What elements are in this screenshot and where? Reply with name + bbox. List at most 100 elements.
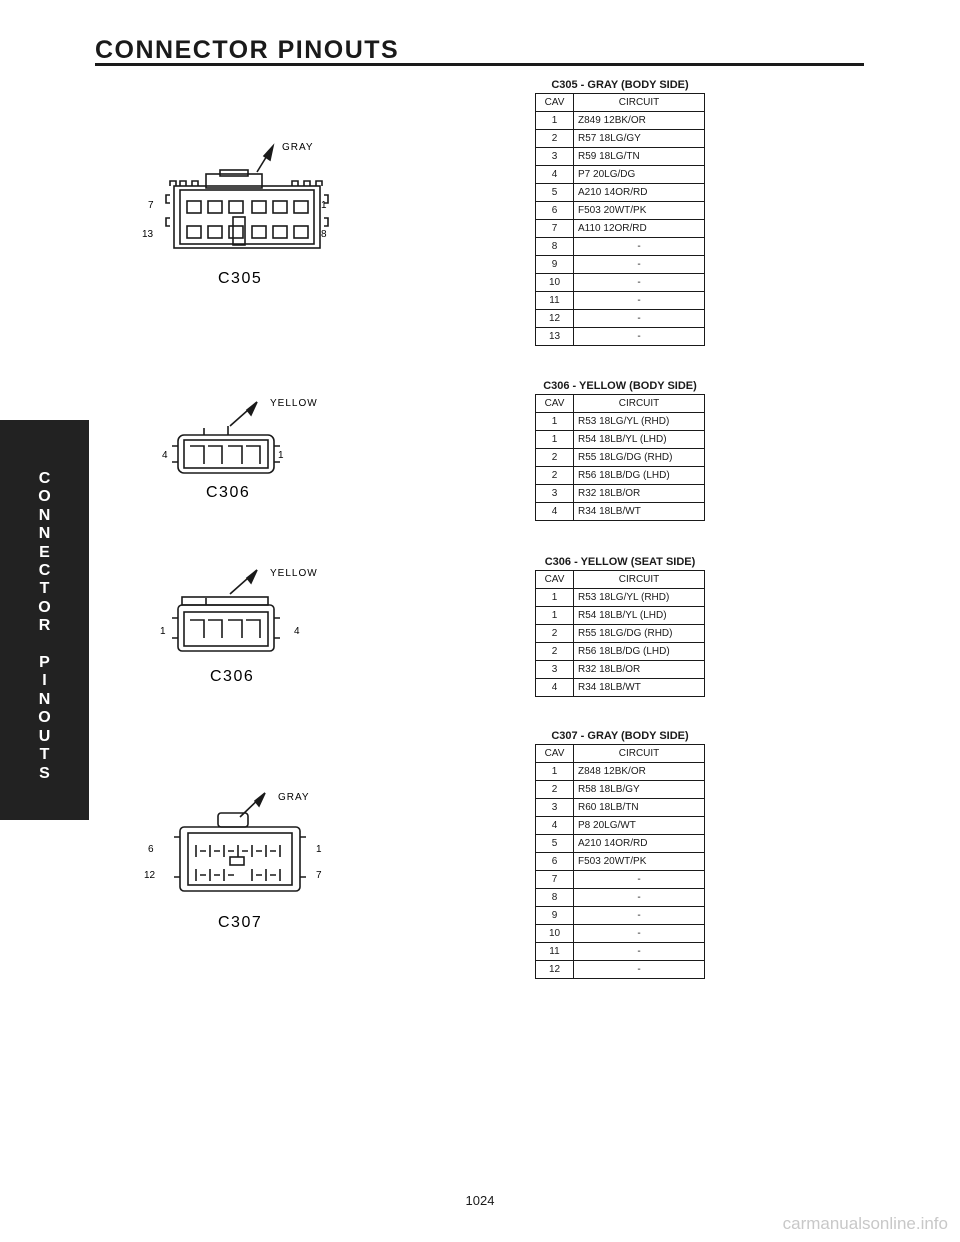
connector-diagram-c307: GRAY 6 1 12 7 C307 xyxy=(144,792,322,931)
circuit-column-header: CIRCUIT xyxy=(573,744,705,763)
connector-name-label: C306 xyxy=(210,668,254,685)
pin-label: 8 xyxy=(321,229,327,240)
cav-cell: 4 xyxy=(535,816,574,835)
cav-column-header: CAV xyxy=(535,394,574,413)
cav-cell: 2 xyxy=(535,624,574,643)
pin-label: 4 xyxy=(294,626,300,637)
table-row: 9- xyxy=(535,255,705,274)
cav-cell: 4 xyxy=(535,678,574,697)
circuit-cell: A110 12OR/RD xyxy=(573,219,705,238)
pin-label: 1 xyxy=(321,200,327,211)
pin-label: 13 xyxy=(142,229,154,240)
page-number: 1024 xyxy=(465,1193,495,1208)
cav-cell: 1 xyxy=(535,111,574,130)
circuit-cell: R57 18LG/GY xyxy=(573,129,705,148)
circuit-cell: R53 18LG/YL (RHD) xyxy=(573,588,705,607)
pin-label: 1 xyxy=(278,450,284,461)
circuit-cell: P8 20LG/WT xyxy=(573,816,705,835)
watermark: carmanualsonline.info xyxy=(782,1214,948,1233)
cav-cell: 2 xyxy=(535,466,574,485)
pinout-table-title: C306 - YELLOW (SEAT SIDE) xyxy=(544,556,696,568)
table-row: 9- xyxy=(535,906,705,925)
circuit-cell: P7 20LG/DG xyxy=(573,165,705,184)
pinout-table-title: C307 - GRAY (BODY SIDE) xyxy=(551,730,689,742)
cav-cell: 3 xyxy=(535,798,574,817)
cav-cell: 6 xyxy=(535,852,574,871)
cav-cell: 9 xyxy=(535,255,574,274)
circuit-cell: - xyxy=(573,273,705,292)
cav-cell: 8 xyxy=(535,888,574,907)
connector-diagram-c305: GRAY 7 1 13 8 C305 xyxy=(142,142,329,287)
circuit-cell: R54 18LB/YL (LHD) xyxy=(573,430,705,449)
circuit-cell: Z848 12BK/OR xyxy=(573,762,705,781)
cav-column-header: CAV xyxy=(535,570,574,589)
cav-cell: 1 xyxy=(535,430,574,449)
cav-cell: 7 xyxy=(535,870,574,889)
table-row: 12- xyxy=(535,960,705,979)
circuit-cell: R59 18LG/TN xyxy=(573,147,705,166)
cav-cell: 2 xyxy=(535,448,574,467)
circuit-column-header: CIRCUIT xyxy=(573,93,705,112)
circuit-cell: - xyxy=(573,888,705,907)
circuit-cell: - xyxy=(573,255,705,274)
circuit-cell: R53 18LG/YL (RHD) xyxy=(573,412,705,431)
pin-label: 6 xyxy=(148,844,154,855)
pin-label: 4 xyxy=(162,450,168,461)
circuit-column-header: CIRCUIT xyxy=(573,394,705,413)
cav-cell: 1 xyxy=(535,588,574,607)
circuit-column-header: CIRCUIT xyxy=(573,570,705,589)
cav-cell: 13 xyxy=(535,327,574,346)
connector-color-label: YELLOW xyxy=(270,568,318,579)
cav-cell: 3 xyxy=(535,660,574,679)
table-row: 8- xyxy=(535,888,705,907)
cav-cell: 6 xyxy=(535,201,574,220)
connector-name-label: C305 xyxy=(218,270,262,287)
connector-diagram-c306-body-side: YELLOW 4 1 C306 xyxy=(162,398,317,501)
circuit-cell: R34 18LB/WT xyxy=(573,678,705,697)
cav-cell: 10 xyxy=(535,273,574,292)
cav-cell: 5 xyxy=(535,183,574,202)
circuit-cell: R54 18LB/YL (LHD) xyxy=(573,606,705,625)
cav-cell: 5 xyxy=(535,834,574,853)
connector-color-label: GRAY xyxy=(278,792,310,803)
connector-color-label: GRAY xyxy=(282,142,314,153)
circuit-cell: - xyxy=(573,291,705,310)
connector-name-label: C306 xyxy=(206,484,250,501)
circuit-cell: Z849 12BK/OR xyxy=(573,111,705,130)
cav-cell: 2 xyxy=(535,129,574,148)
circuit-cell: R32 18LB/OR xyxy=(573,660,705,679)
pinout-table-title: C306 - YELLOW (BODY SIDE) xyxy=(543,380,697,392)
circuit-cell: R34 18LB/WT xyxy=(573,502,705,521)
pinout-table-title: C305 - GRAY (BODY SIDE) xyxy=(551,79,689,91)
circuit-cell: - xyxy=(573,960,705,979)
table-row: 13- xyxy=(535,327,705,346)
cav-cell: 10 xyxy=(535,924,574,943)
circuit-cell: R32 18LB/OR xyxy=(573,484,705,503)
cav-cell: 3 xyxy=(535,147,574,166)
circuit-cell: F503 20WT/PK xyxy=(573,852,705,871)
circuit-cell: - xyxy=(573,942,705,961)
section-side-tab: C O N N E C T O R P I N O U T S xyxy=(0,420,89,820)
cav-cell: 2 xyxy=(535,642,574,661)
circuit-cell: R56 18LB/DG (LHD) xyxy=(573,642,705,661)
